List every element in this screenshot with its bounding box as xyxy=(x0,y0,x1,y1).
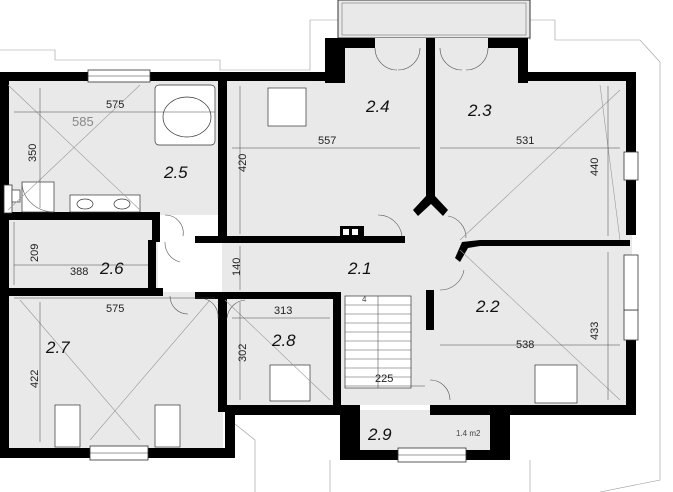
dim-313: 313 xyxy=(274,305,292,317)
room-labels: 2.1 2.2 2.3 2.4 2.5 2.6 2.7 2.8 2.9 xyxy=(45,97,500,444)
dim-585: 585 xyxy=(72,114,94,129)
dim-557: 557 xyxy=(318,135,336,147)
dim-420: 420 xyxy=(237,154,249,172)
bathroom-fixtures xyxy=(11,84,216,213)
dim-422: 422 xyxy=(29,370,41,388)
room-label-2-4: 2.4 xyxy=(365,97,390,116)
dim-225: 225 xyxy=(375,373,393,385)
dim-388: 388 xyxy=(70,266,88,278)
dimension-lines xyxy=(13,86,620,442)
dim-575-top: 575 xyxy=(106,99,124,111)
dim-531: 531 xyxy=(516,135,534,147)
windows xyxy=(3,69,639,463)
dim-538: 538 xyxy=(516,339,534,351)
room-label-2-1: 2.1 xyxy=(347,259,372,278)
dim-140: 140 xyxy=(231,258,243,276)
stair-step-number: 4 xyxy=(362,295,367,304)
dim-440: 440 xyxy=(589,158,601,176)
balcony xyxy=(337,0,531,39)
room-label-2-3: 2.3 xyxy=(467,101,492,120)
dim-575-bottom: 575 xyxy=(106,303,124,315)
room-label-2-9: 2.9 xyxy=(367,425,392,444)
area-note-2-9: 1.4 m2 xyxy=(456,429,481,438)
room-label-2-6: 2.6 xyxy=(99,259,124,278)
furniture xyxy=(54,87,578,448)
dim-350: 350 xyxy=(27,144,39,162)
staircase xyxy=(344,295,412,389)
room-label-2-2: 2.2 xyxy=(475,297,500,316)
dimension-labels: 575 585 350 420 557 531 440 209 388 140 … xyxy=(27,99,601,388)
dim-209: 209 xyxy=(29,244,41,262)
room-label-2-8: 2.8 xyxy=(271,331,296,350)
doors xyxy=(164,47,489,401)
dim-433: 433 xyxy=(589,322,601,340)
room-label-2-5: 2.5 xyxy=(163,163,188,182)
dim-302: 302 xyxy=(237,344,249,362)
notes: 1.4 m2 4 xyxy=(362,295,481,438)
room-label-2-7: 2.7 xyxy=(45,338,70,357)
